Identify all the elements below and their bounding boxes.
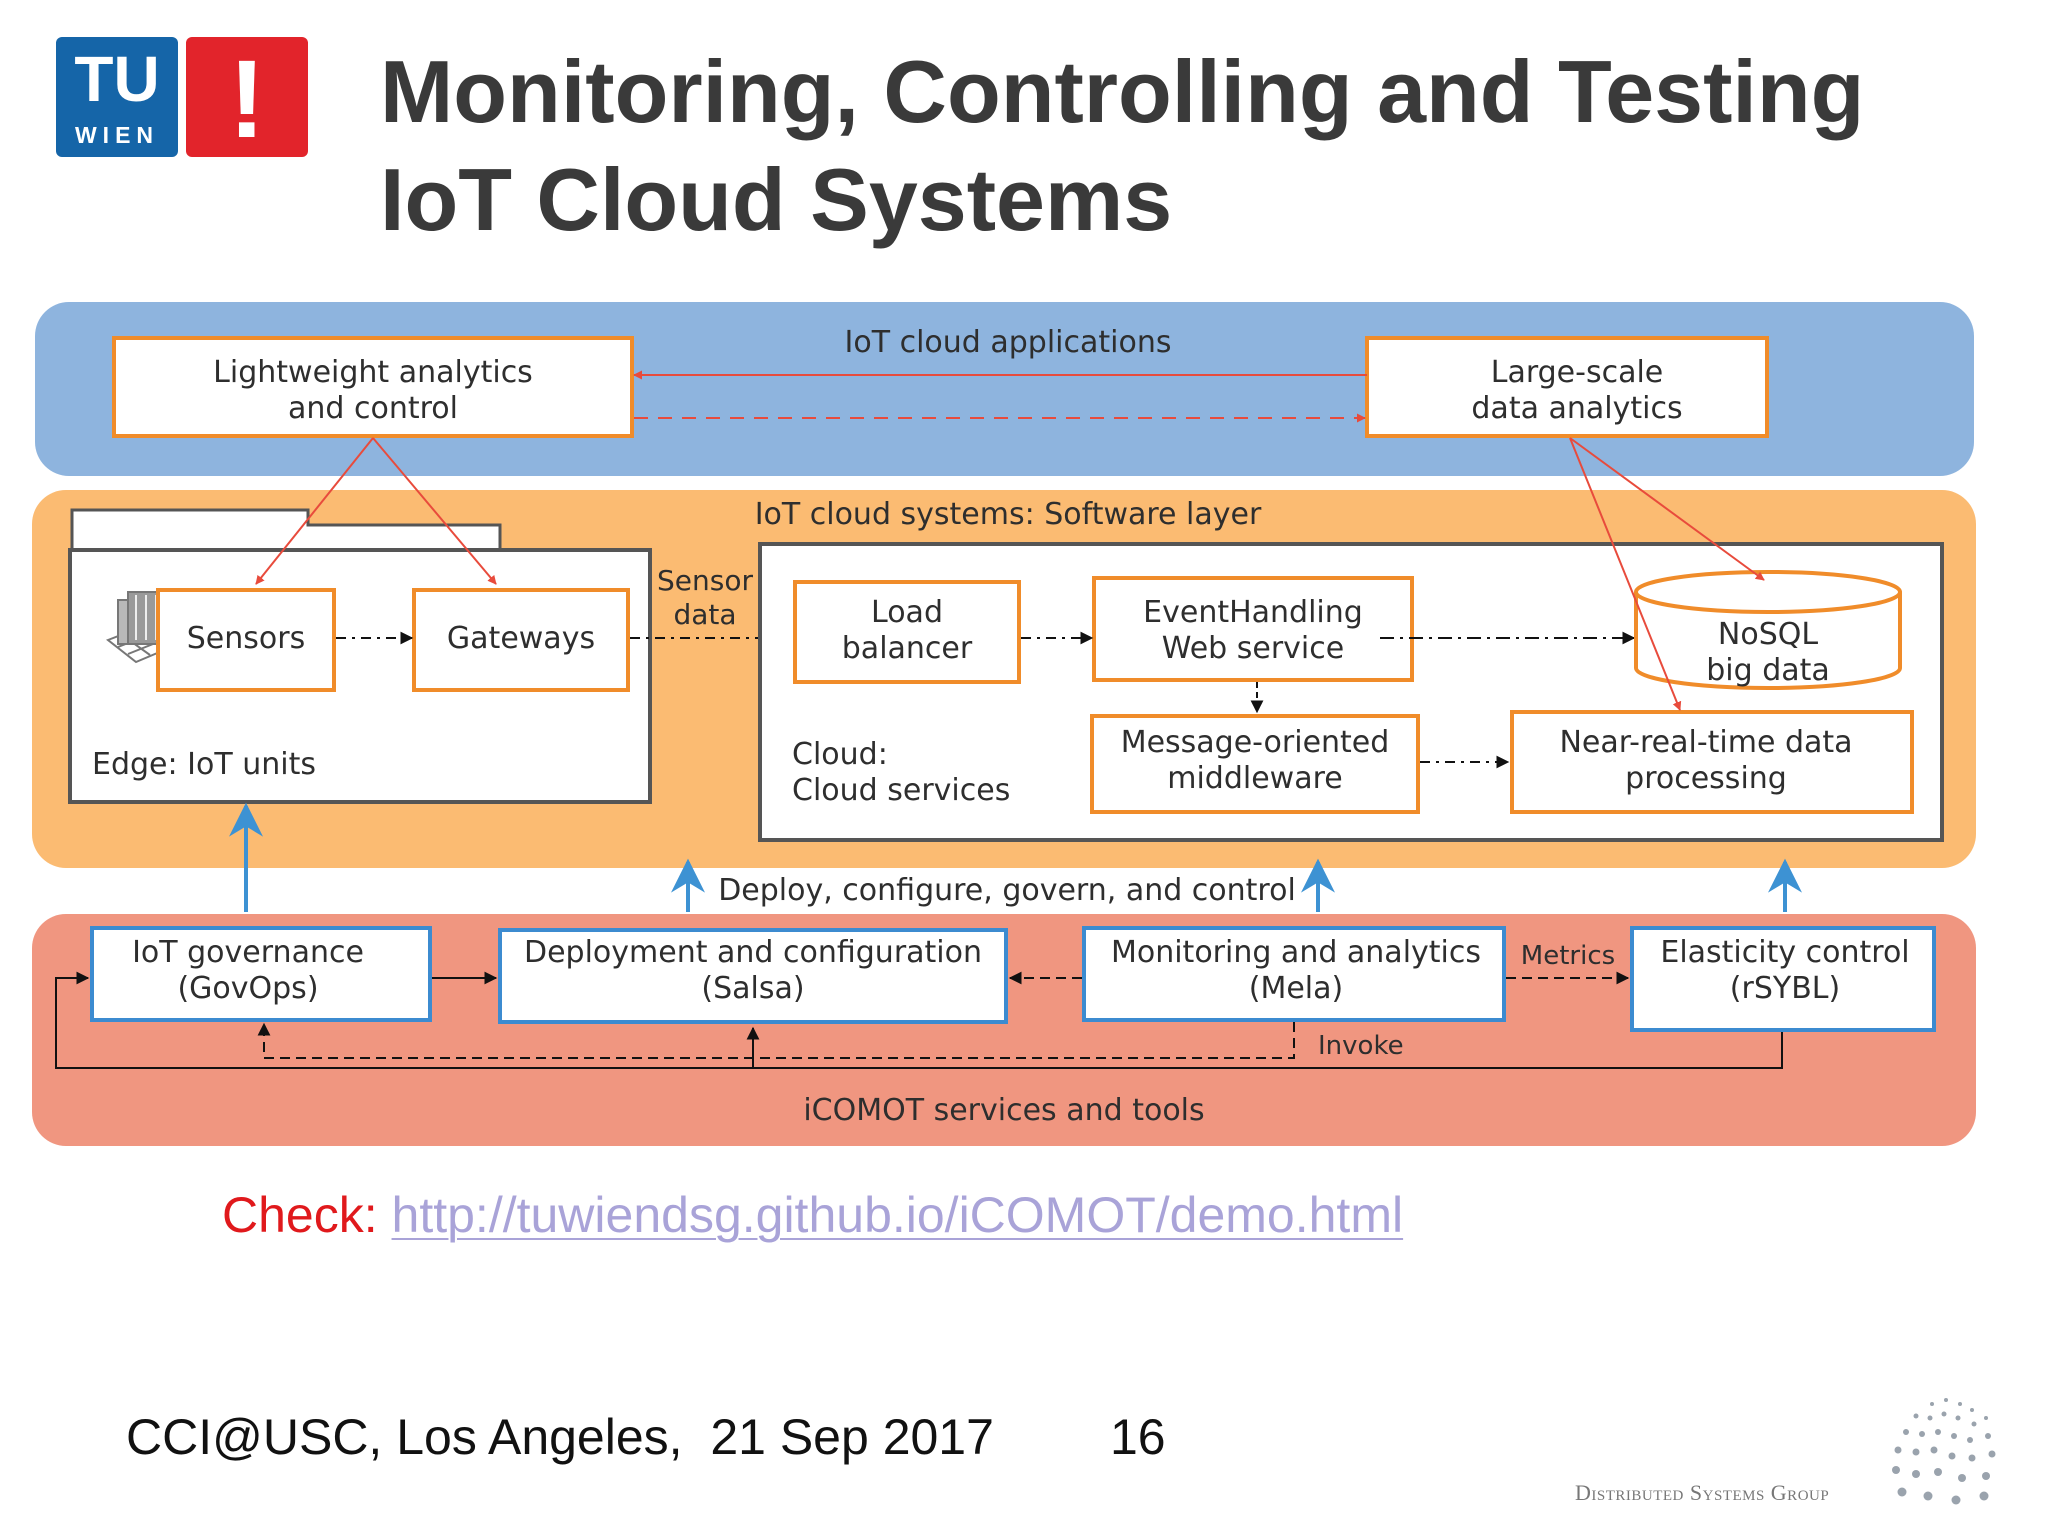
sensors-label: Sensors bbox=[187, 621, 305, 656]
lightweight-to-gateways-arrow bbox=[372, 437, 497, 585]
salsa-label-1: Deployment and configuration bbox=[524, 935, 982, 970]
apps-layer-label: IoT cloud applications bbox=[845, 325, 1172, 360]
lightweight-label-2: and control bbox=[288, 391, 458, 426]
message-middleware-label-2: middleware bbox=[1167, 761, 1343, 796]
lightweight-to-sensors-arrow bbox=[255, 437, 374, 585]
invoke-to-govops-arrow bbox=[257, 1022, 1295, 1059]
near-real-time-box bbox=[1510, 710, 1914, 814]
metrics-label: Metrics bbox=[1521, 941, 1615, 971]
event-handling-label-1: EventHandling bbox=[1143, 595, 1363, 630]
deploy-label: Deploy, configure, govern, and control bbox=[718, 873, 1296, 908]
large-scale-label-1: Large-scale bbox=[1491, 355, 1664, 390]
rsybl-label-1: Elasticity control bbox=[1660, 935, 1909, 970]
salsa-box bbox=[498, 928, 1008, 1024]
message-middleware-label-1: Message-oriented bbox=[1121, 725, 1390, 760]
logo-tu-text: TU bbox=[74, 43, 159, 115]
slide-title: Monitoring, Controlling and Testing IoT … bbox=[380, 38, 2020, 254]
exclamation-logo: ! bbox=[186, 37, 308, 161]
govops-label-1: IoT governance bbox=[132, 935, 364, 970]
sensor-data-label-1: Sensor bbox=[657, 564, 753, 597]
sensors-box bbox=[156, 588, 336, 692]
mela-label-2: (Mela) bbox=[1249, 971, 1343, 1006]
logo-wien-text: WIEN bbox=[75, 122, 159, 148]
software-layer-label: IoT cloud systems: Software layer bbox=[755, 497, 1262, 532]
large-scale-analytics-box bbox=[1365, 336, 1769, 438]
lightweight-analytics-box bbox=[112, 336, 634, 438]
check-line: Check: http://tuwiendsg.github.io/iCOMOT… bbox=[222, 1186, 1403, 1244]
nosql-database-icon bbox=[1634, 570, 1902, 690]
sensor-data-label-2: data bbox=[673, 598, 736, 631]
rsybl-label-2: (rSYBL) bbox=[1730, 971, 1840, 1006]
exclamation-icon: ! bbox=[229, 38, 266, 157]
tools-layer-label: iCOMOT services and tools bbox=[803, 1093, 1204, 1128]
page-number: 16 bbox=[1110, 1409, 1166, 1465]
title-line-1: Monitoring, Controlling and Testing bbox=[380, 42, 1865, 141]
govops-label-2: (GovOps) bbox=[177, 971, 318, 1006]
demo-link[interactable]: http://tuwiendsg.github.io/iCOMOT/demo.h… bbox=[391, 1187, 1404, 1243]
salsa-label-2: (Salsa) bbox=[701, 971, 804, 1006]
event-handling-label-2: Web service bbox=[1162, 631, 1344, 666]
gateways-label: Gateways bbox=[447, 621, 595, 656]
mela-box bbox=[1082, 926, 1506, 1022]
title-line-2: IoT Cloud Systems bbox=[380, 150, 1173, 249]
cloud-label-1: Cloud: bbox=[792, 737, 888, 772]
message-middleware-box bbox=[1090, 714, 1420, 814]
group-name: Distributed Systems Group bbox=[1575, 1480, 1830, 1505]
large-scale-to-nosql-arrow bbox=[1569, 437, 1765, 581]
large-scale-label-2: data analytics bbox=[1471, 391, 1682, 426]
mela-label-1: Monitoring and analytics bbox=[1111, 935, 1481, 970]
near-real-time-label-2: processing bbox=[1625, 761, 1787, 796]
footer-venue: CCI@USC, Los Angeles, 21 Sep 2017 bbox=[126, 1409, 994, 1465]
edge-label: Edge: IoT units bbox=[92, 747, 316, 782]
check-label: Check: bbox=[222, 1187, 378, 1243]
edge-panel-tabs bbox=[70, 508, 502, 550]
govops-box bbox=[90, 926, 432, 1022]
load-balancer-box bbox=[793, 580, 1021, 684]
load-balancer-label-1: Load bbox=[871, 595, 943, 630]
nosql-label-2: big data bbox=[1706, 653, 1830, 688]
event-handling-box bbox=[1092, 576, 1414, 682]
lightweight-label-1: Lightweight analytics bbox=[213, 355, 533, 390]
tu-wien-logo: TU WIEN bbox=[56, 37, 178, 157]
nosql-label-1: NoSQL bbox=[1718, 617, 1818, 652]
cloud-label-2: Cloud services bbox=[792, 773, 1010, 808]
rsybl-box bbox=[1630, 926, 1936, 1032]
load-balancer-label-2: balancer bbox=[842, 631, 973, 666]
dsg-dots-logo bbox=[1892, 1398, 1996, 1505]
near-real-time-label-1: Near-real-time data bbox=[1559, 725, 1852, 760]
gateways-box bbox=[412, 588, 630, 692]
large-scale-to-nearrealtime-arrow bbox=[1569, 437, 1682, 711]
invoke-label: Invoke bbox=[1318, 1031, 1404, 1061]
rsybl-feedback-loop-arrow bbox=[55, 971, 1783, 1069]
